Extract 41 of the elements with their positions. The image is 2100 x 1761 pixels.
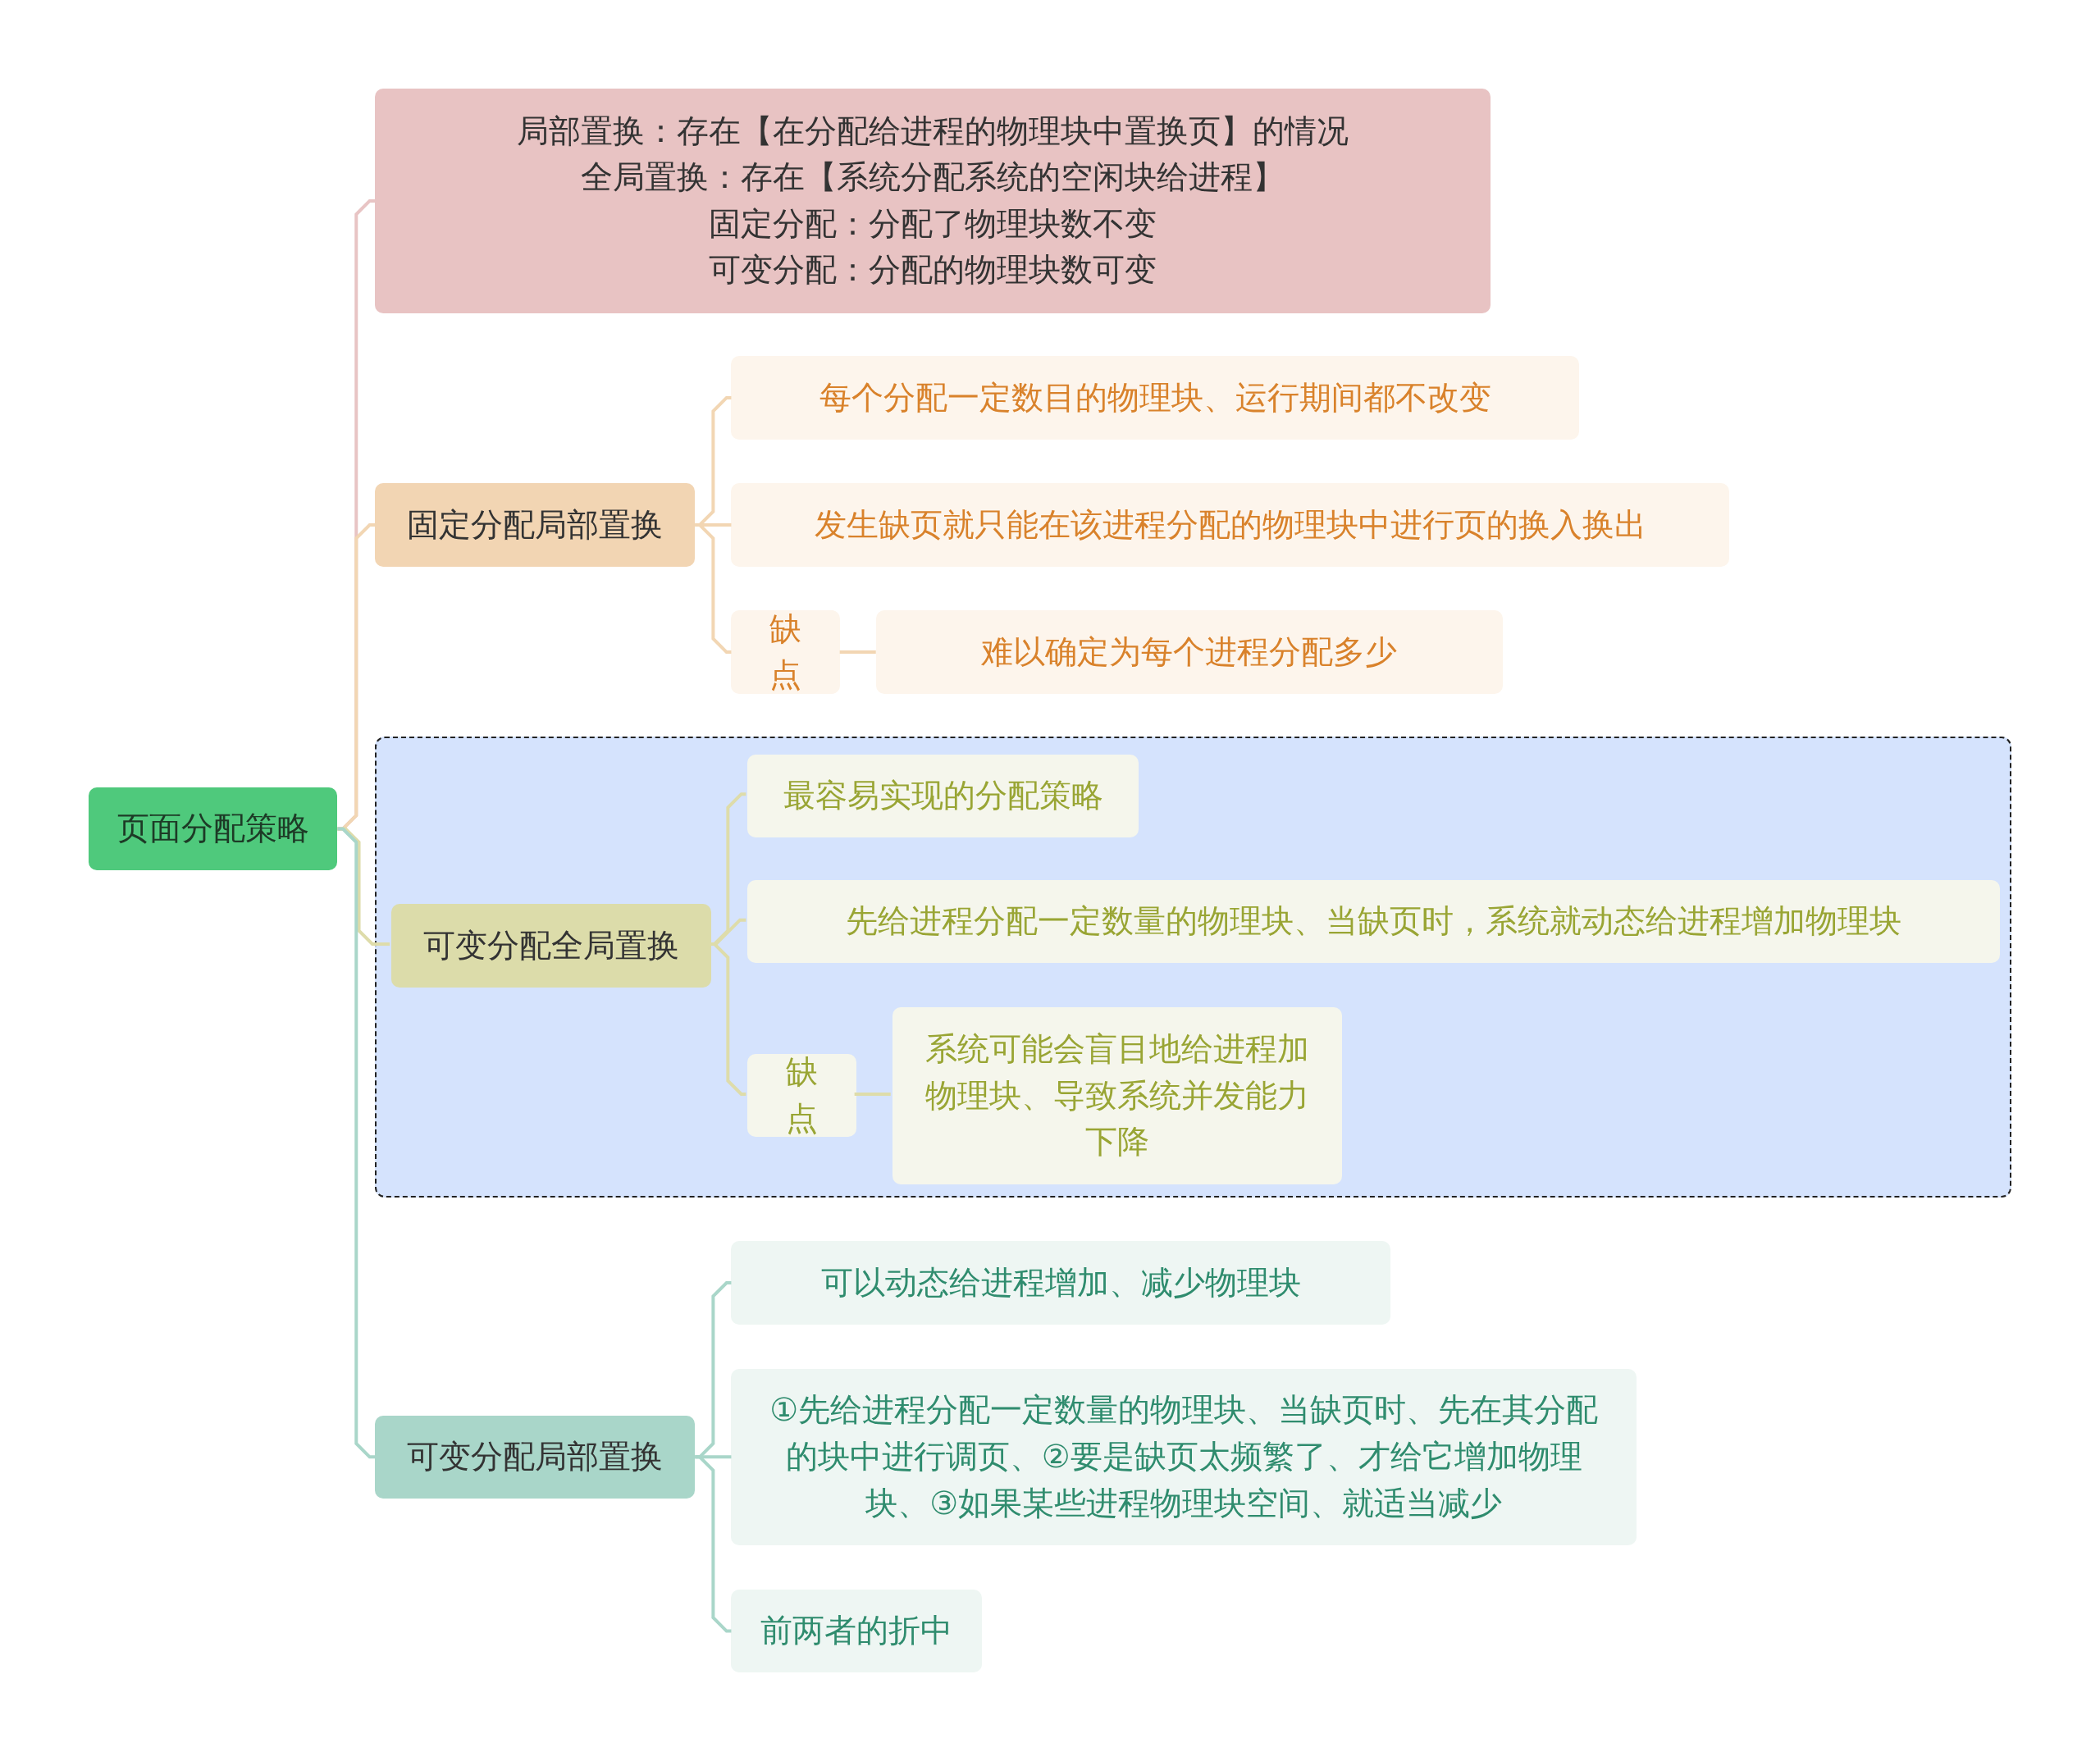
node-text: 页面分配策略	[116, 809, 309, 849]
leaf-box	[747, 880, 2000, 964]
node-text: 固定分配：分配了物理块数不变	[709, 203, 1157, 244]
connector-line	[854, 1092, 891, 1096]
leaf-box	[731, 610, 840, 694]
node-text: 缺点	[769, 609, 803, 696]
node-text: 局部置换：存在【在分配给进程的物理块中置换页】的情况	[517, 111, 1349, 151]
root-topic-box	[88, 787, 338, 871]
node-text: 可以动态给进程增加、减少物理块	[820, 1262, 1301, 1303]
connector-line	[839, 650, 876, 655]
node-text: 缺点	[785, 1052, 819, 1138]
branch-box	[375, 1415, 696, 1499]
leaf-box	[731, 356, 1579, 440]
node-text: 系统可能会盲目地给进程加物理块、导致系统并发能力下降	[924, 1029, 1310, 1162]
node-text: 可变分配全局置换	[423, 925, 680, 965]
leaf-box	[731, 483, 1729, 567]
node-text: 最容易实现的分配策略	[783, 775, 1103, 815]
connector-line	[695, 523, 732, 655]
connector-line	[695, 1455, 732, 1633]
node-text: 全局置换：存在【系统分配系统的空闲块给进程】	[581, 157, 1285, 198]
note-box	[375, 88, 1491, 314]
leaf-box	[731, 1368, 1637, 1546]
leaf-box	[731, 1589, 982, 1673]
leaf-box	[747, 754, 1139, 837]
node-text: 难以确定为每个进程分配多少	[981, 632, 1398, 672]
leaf-box	[747, 1054, 856, 1138]
node-text: 前两者的折中	[760, 1611, 953, 1651]
node-text: 发生缺页就只能在该进程分配的物理块中进行页的换入换出	[814, 504, 1646, 545]
node-text: ①先给进程分配一定数量的物理块、当缺页时、先在其分配的块中进行调页、②要是缺页太频繁了、才给它增加物理块、③如果某些进程物理块空间、就适当减少	[769, 1390, 1600, 1523]
connector-line	[337, 827, 376, 1459]
node-text: 固定分配局部置换	[407, 504, 664, 545]
group-frame	[375, 736, 2012, 1198]
branch-box	[375, 483, 696, 567]
leaf-box	[731, 1241, 1390, 1325]
node-text: 先给进程分配一定数量的物理块、当缺页时，系统就动态给进程增加物理块	[846, 901, 1902, 942]
leaf-box	[875, 610, 1503, 694]
branch-box	[391, 904, 712, 988]
node-text: 每个分配一定数目的物理块、运行期间都不改变	[819, 377, 1491, 417]
node-text: 可变分配局部置换	[407, 1437, 664, 1477]
node-text: 可变分配：分配的物理块数可变	[709, 250, 1157, 290]
leaf-box	[892, 1007, 1343, 1184]
